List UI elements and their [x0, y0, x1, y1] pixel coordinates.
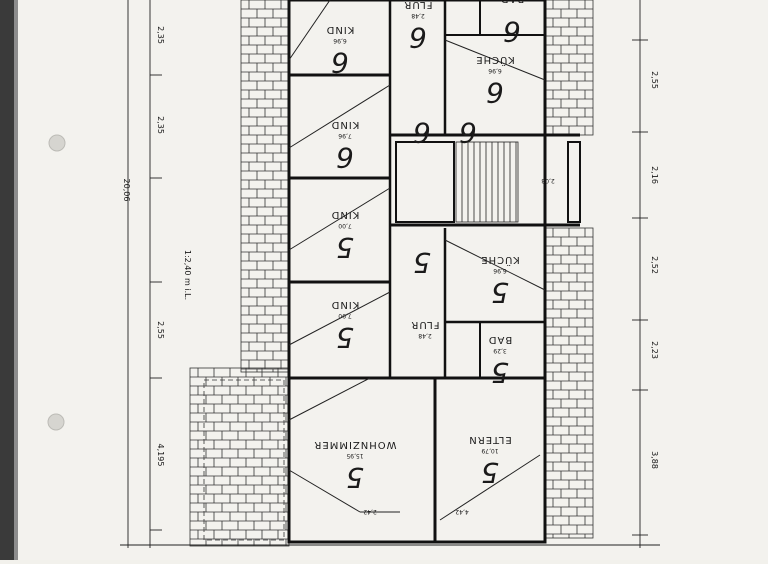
right-dimension: 2,55 [650, 71, 659, 89]
ceiling-height-note: 1:2,40 m i.L. [183, 250, 192, 300]
punch-hole-top [48, 134, 66, 152]
room-flur-mid: 5 [413, 246, 431, 279]
left-total-dimension: 20,06 [122, 179, 131, 202]
unit-number: 6 [459, 116, 477, 149]
left-dimension: 4,195 [156, 444, 165, 467]
room-bad-low: BAD 3,29 5 [488, 334, 512, 389]
room-name: FLUR [403, 0, 432, 10]
left-dimension: 2,35 [156, 26, 165, 44]
unit-number: 5 [491, 356, 509, 389]
right-dimension: 2,52 [650, 256, 659, 274]
room-area: 2,48 [418, 332, 432, 339]
room-name: KIND [331, 209, 360, 220]
room-name: WOHNZIMMER [313, 439, 396, 450]
unit-number: 5 [413, 246, 431, 279]
sheet-edge-shade [14, 0, 18, 560]
unit-number: 5 [491, 276, 509, 309]
unit-number: 6 [336, 141, 354, 174]
room-kind-upper: KIND 7,96 6 [331, 119, 360, 174]
room-name: BAD [488, 334, 512, 345]
room-kind-top: KIND 6,96 6 [326, 24, 355, 79]
room-name: FLUR [410, 319, 439, 330]
room-name: KIND [326, 24, 355, 35]
room-kuche-sm: 6 [459, 116, 477, 149]
roof-slope-lines [288, 0, 546, 521]
room-kind-low: KIND 7,90 5 [331, 299, 360, 354]
room-area: 6,96 [488, 67, 502, 74]
room-bad-top: BAD 6 [500, 0, 524, 48]
room-area: 7,90 [338, 312, 352, 319]
right-dimension: 2,16 [650, 166, 659, 184]
bottom-dimension: 2,42 [363, 508, 377, 515]
unit-number: 6 [486, 76, 504, 109]
room-area: 6,96 [493, 267, 507, 274]
punch-hole-bottom [47, 413, 65, 431]
room-name: KÜCHE [480, 254, 519, 267]
room-name: KIND [331, 299, 360, 310]
room-area: 15,95 [346, 452, 363, 459]
unit-number: 6 [413, 116, 431, 149]
unit-number: 5 [336, 231, 354, 264]
room-area: 2,48 [411, 12, 425, 19]
room-name: ELTERN [468, 434, 511, 445]
room-flur-upper: 6 [413, 116, 431, 149]
room-eltern: ELTERN 10,79 5 [468, 434, 511, 489]
unit-number: 5 [346, 461, 364, 494]
room-area: 2,08 [541, 177, 555, 184]
unit-number: 6 [331, 46, 349, 79]
room-name: KIND [331, 119, 360, 130]
walls [287, 0, 581, 544]
sheet-edge-shadow [0, 0, 14, 560]
bottom-dimension: 4,42 [455, 508, 469, 515]
right-dimension: 2,23 [650, 341, 659, 359]
dimension-lines [120, 0, 660, 548]
room-stair: 2,08 [541, 177, 555, 184]
room-kind-mid: KIND 7,00 5 [331, 209, 360, 264]
roof-hatch-right [544, 0, 594, 539]
room-area: 6,96 [333, 37, 347, 44]
unit-number: 6 [503, 15, 521, 48]
unit-number: 5 [481, 456, 499, 489]
left-dimension: 2,35 [156, 116, 165, 134]
unit-number: 6 [409, 21, 427, 54]
unit-number: 5 [336, 321, 354, 354]
room-area: 10,79 [481, 447, 498, 454]
room-area: 3,29 [493, 347, 507, 354]
room-flur-top: FLUR 2,48 6 [403, 0, 432, 54]
room-flur-low: FLUR 2,48 [410, 319, 439, 339]
left-dimension: 2,55 [156, 321, 165, 339]
roof-hatch-left [240, 0, 290, 373]
room-name: BAD [500, 0, 524, 4]
room-name: KÜCHE [475, 54, 514, 67]
room-area: 7,00 [338, 222, 352, 229]
right-dimension: 3,88 [650, 451, 659, 469]
roof-hatch-lower-left [189, 367, 290, 547]
staircase [455, 141, 519, 223]
room-area: 7,96 [338, 132, 352, 139]
room-wohnzimmer: WOHNZIMMER 15,95 5 [313, 439, 396, 494]
